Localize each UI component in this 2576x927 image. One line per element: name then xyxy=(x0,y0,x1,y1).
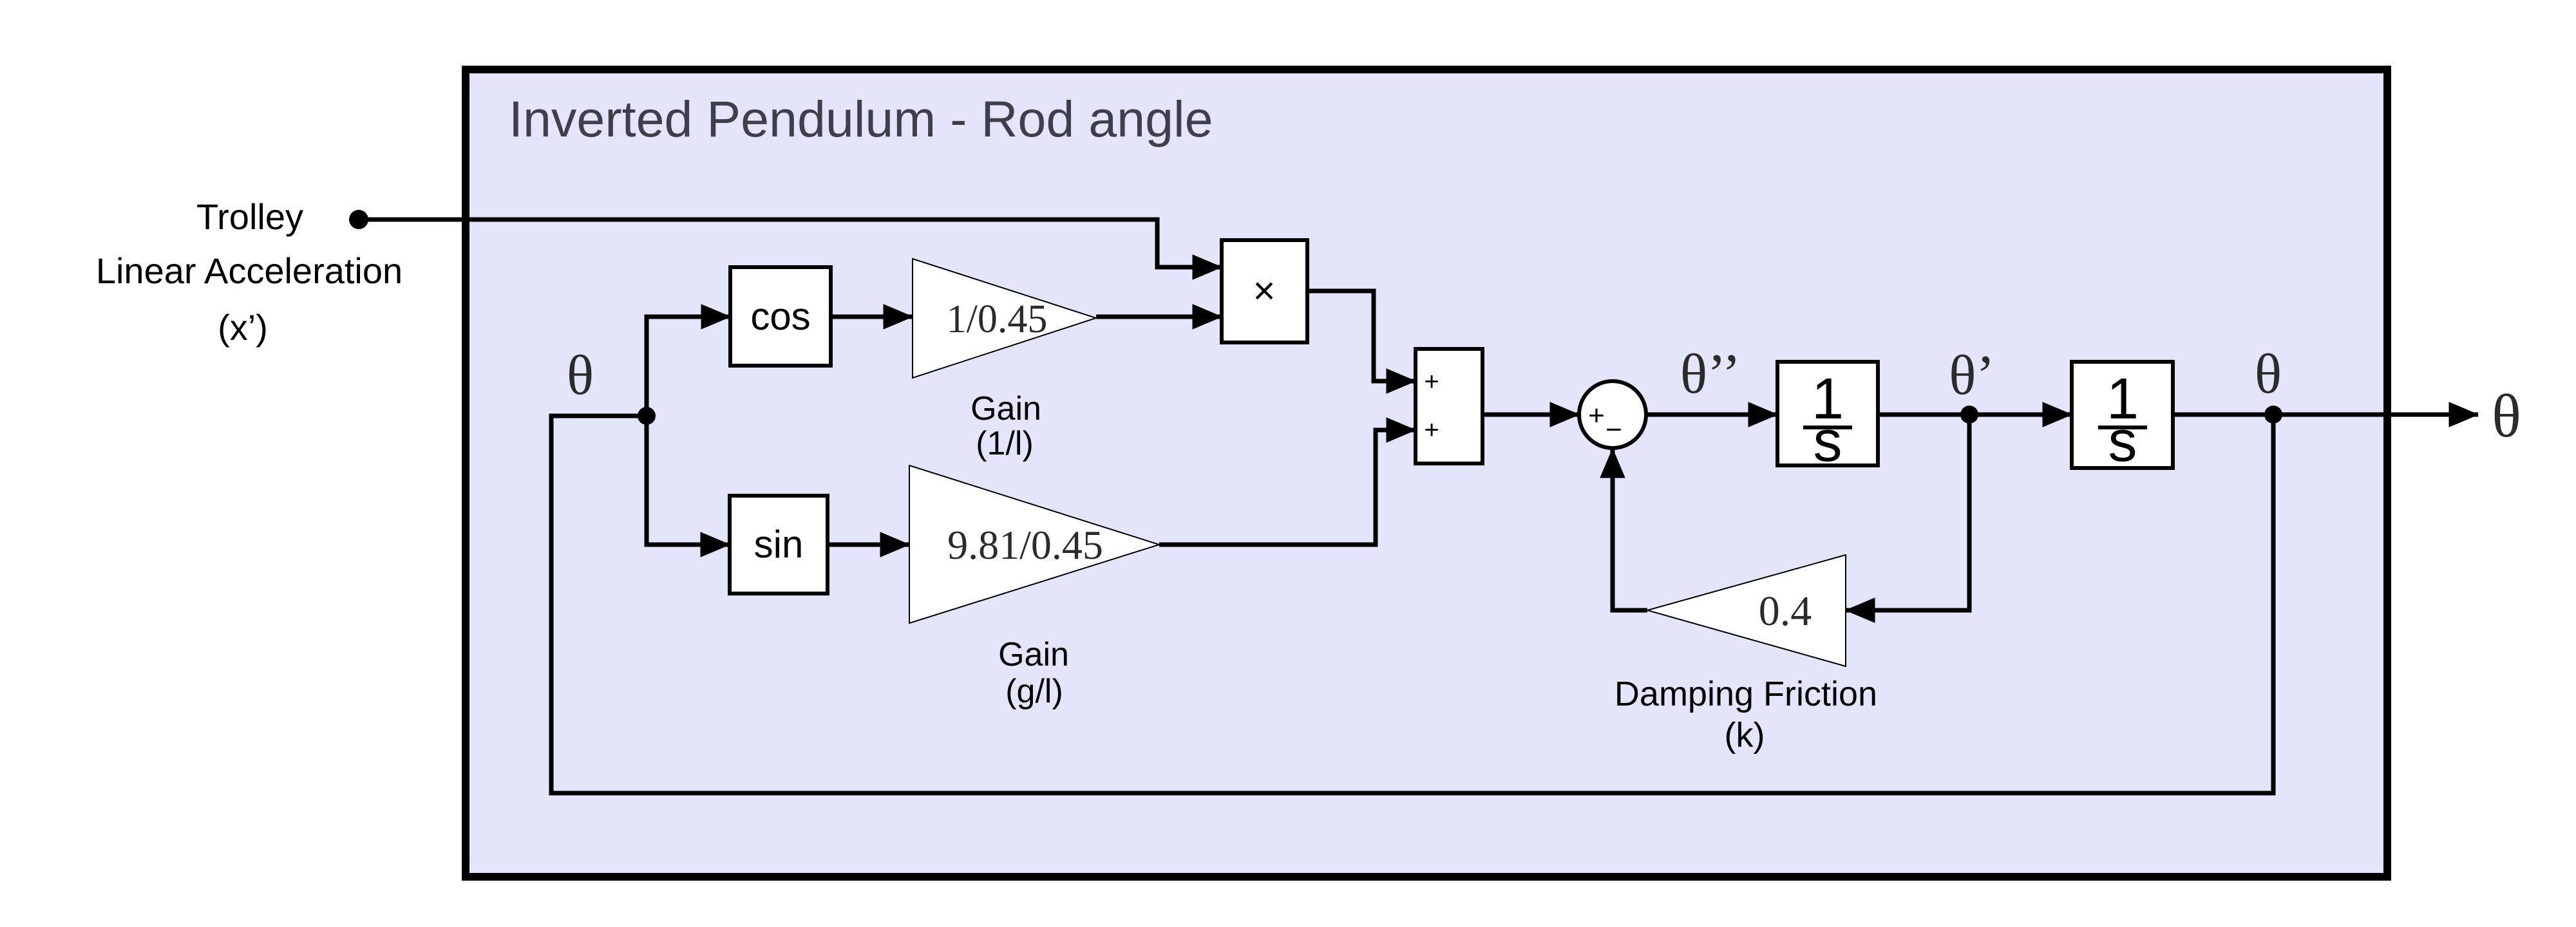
gain-1l-caption-line1: Gain xyxy=(971,390,1041,427)
damping-caption-line1: Damping Friction xyxy=(1615,675,1877,713)
integrator2-numerator: 1 xyxy=(2107,367,2139,431)
sin-block-label: sin xyxy=(754,523,804,566)
gain-1l-triangle xyxy=(912,258,1099,379)
sum-sign-bottom: + xyxy=(1424,416,1439,444)
integrator1-block xyxy=(1776,360,1880,467)
input-label-line2: Linear Acceleration xyxy=(96,250,402,291)
gain-1l-caption-line2: (1/l) xyxy=(976,425,1034,462)
sin-block xyxy=(728,494,829,595)
input-label-line1: Trolley xyxy=(196,196,303,237)
sum-block xyxy=(1414,347,1484,465)
integrator1-denominator: s xyxy=(1814,409,1842,474)
integrator2-denominator: s xyxy=(2108,409,2137,474)
subsystem-box xyxy=(462,66,2391,881)
damping-caption-line2: (k) xyxy=(1725,716,1765,754)
input-port-dot xyxy=(349,210,368,229)
gain-gl-triangle xyxy=(909,464,1162,624)
input-label: Trolley Linear Acceleration (x’) xyxy=(96,196,402,348)
wire-thetadot-to-damping xyxy=(1846,415,1972,610)
product-symbol: × xyxy=(1253,269,1275,312)
gain-gl-caption-line1: Gain xyxy=(998,636,1069,673)
theta-ddot-label: θ’’ xyxy=(1680,343,1741,406)
gain-gl-caption-line2: (g/l) xyxy=(1005,673,1063,710)
theta-branch-dot xyxy=(638,407,656,425)
damping-gain-value: 0.4 xyxy=(1759,588,1812,635)
theta-dot-branch-dot xyxy=(1960,406,1978,424)
sum-sign-top: + xyxy=(1424,368,1439,396)
integrator1-numerator: 1 xyxy=(1812,367,1844,431)
sum-junction-circle xyxy=(1577,379,1648,450)
wire-product-to-sum-top xyxy=(1307,288,1416,381)
theta-dot-label: θ’ xyxy=(1949,344,1994,407)
gain-1l-value: 1/0.45 xyxy=(947,297,1048,341)
theta-inner-label: θ xyxy=(2255,343,2282,406)
gain-gl-value: 9.81/0.45 xyxy=(947,522,1103,568)
damping-gain-triangle xyxy=(1645,554,1846,668)
integrator2-block xyxy=(2070,360,2175,470)
theta-output-branch-dot xyxy=(2264,406,2282,424)
wire-trolley-to-product xyxy=(359,217,1222,267)
theta-output-label: θ xyxy=(2492,382,2521,450)
wire-damping-to-junction xyxy=(1613,449,1647,613)
wire-branch-to-sin xyxy=(644,416,730,545)
input-label-line3: (x’) xyxy=(218,307,268,348)
wire-gain-to-sum-bottom xyxy=(1159,430,1416,547)
wire-branch-to-cos xyxy=(644,317,730,416)
cos-block xyxy=(728,265,833,368)
wire-theta-feedback xyxy=(549,413,2276,796)
cos-block-label: cos xyxy=(750,295,810,338)
diagram-title: Inverted Pendulum - Rod angle xyxy=(509,90,1213,147)
sum-junction-minus: − xyxy=(1605,414,1622,445)
theta-branch-label: θ xyxy=(567,344,594,407)
product-block xyxy=(1220,238,1309,344)
sum-junction-plus: + xyxy=(1588,400,1605,431)
